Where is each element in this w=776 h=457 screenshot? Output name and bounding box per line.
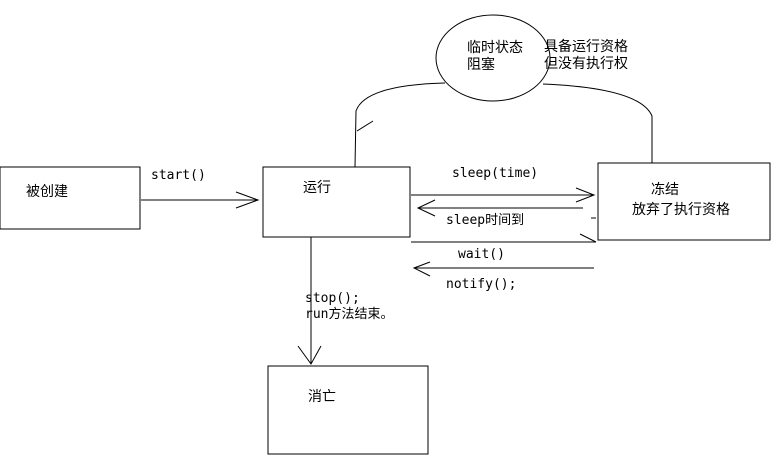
arc-left-tick (356, 120, 374, 132)
sleep-arrow-head (575, 187, 596, 203)
stop-arrow-head (297, 345, 322, 365)
frozen-note: 放弃了执行资格 (632, 202, 730, 218)
stop-edge: stop(); run方法结束。 (297, 237, 393, 365)
blocked-arc (354, 82, 653, 168)
blocked-label-2: 阻塞 (467, 56, 495, 73)
arc-right (542, 83, 653, 163)
run-end-label: run方法结束。 (305, 306, 393, 322)
start-label: start() (151, 168, 206, 183)
blocked-side-1: 具备运行资格 (544, 38, 628, 55)
sleep-label: sleep(time) (452, 166, 538, 181)
wait-arrow-head (579, 233, 597, 243)
sleep-end-label: sleep时间到 (446, 213, 524, 228)
arc-left (354, 82, 446, 168)
created-box (0, 166, 141, 230)
running-box (262, 166, 411, 238)
blocked-node: 临时状态 阻塞 具备运行资格 但没有执行权 (435, 14, 628, 102)
notify-edge: notify(); (412, 261, 594, 292)
start-arrow-head (235, 191, 260, 209)
dead-box (267, 365, 429, 455)
frozen-box (597, 162, 771, 241)
wait-label: wait() (458, 247, 505, 262)
blocked-side-2: 但没有执行权 (544, 56, 628, 72)
sleep-edge: sleep(time) (411, 166, 596, 203)
notify-label: notify(); (446, 277, 516, 292)
stop-label: stop(); (305, 291, 360, 306)
blocked-ellipse (435, 14, 551, 102)
dead-label: 消亡 (308, 389, 336, 405)
created-label: 被创建 (26, 184, 68, 200)
dead-node: 消亡 (267, 365, 429, 455)
sleep-end-arrow-head (416, 199, 436, 217)
created-node: 被创建 (0, 166, 141, 230)
sleep-end-edge: sleep时间到 (416, 199, 596, 228)
running-label: 运行 (303, 180, 331, 196)
frozen-label: 冻结 (651, 181, 679, 198)
notify-arrow-head (412, 261, 431, 277)
running-node: 运行 (262, 166, 411, 238)
blocked-label-1: 临时状态 (467, 40, 523, 56)
start-edge: start() (141, 168, 260, 209)
wait-edge: wait() (411, 233, 597, 262)
frozen-node: 冻结 放弃了执行资格 (597, 162, 771, 241)
